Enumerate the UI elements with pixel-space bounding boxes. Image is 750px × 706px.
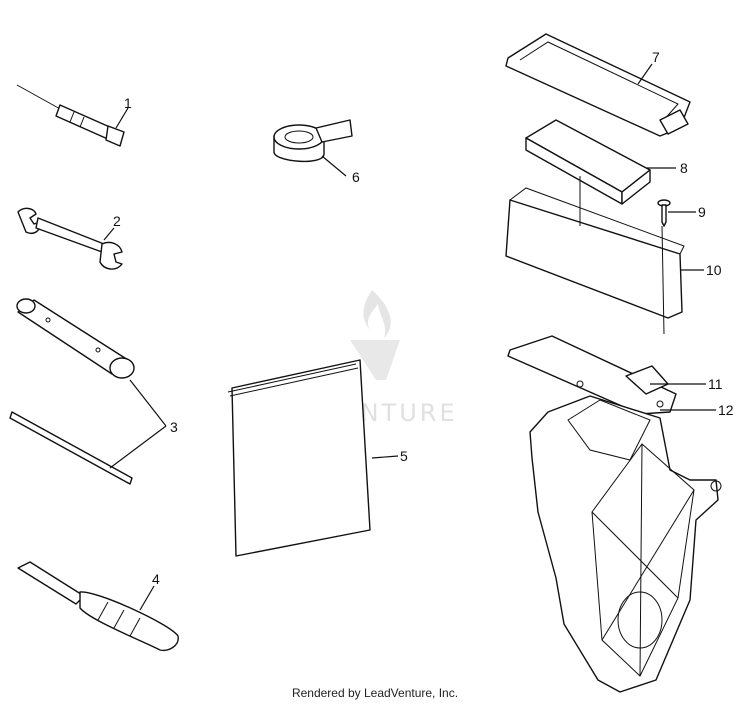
part-pad	[525, 119, 651, 205]
callout-6: 6	[352, 169, 360, 185]
flame-logo-icon	[363, 290, 391, 338]
part-screwdriver-large	[17, 561, 179, 652]
callout-2: 2	[113, 213, 121, 229]
callout-11: 11	[708, 376, 723, 392]
part-housing	[529, 395, 722, 693]
leader-lines	[103, 63, 716, 611]
part-screw	[657, 199, 671, 227]
callout-7: 7	[652, 49, 660, 65]
callout-3: 3	[170, 419, 178, 435]
footer-credit: Rendered by LeadVenture, Inc.	[291, 686, 459, 700]
callout-12: 12	[718, 402, 734, 418]
part-bracket	[507, 335, 677, 415]
part-lid	[505, 33, 691, 137]
part-wrench	[17, 207, 123, 270]
part-manual	[227, 359, 371, 557]
part-box-wrench	[9, 298, 135, 485]
part-screwdriver-small	[16, 84, 125, 147]
callout-4: 4	[152, 571, 160, 587]
wedge-logo-icon	[350, 340, 400, 380]
part-tape-roll	[273, 119, 353, 163]
callout-10: 10	[706, 262, 722, 278]
callout-5: 5	[400, 448, 408, 464]
part-box	[505, 176, 685, 335]
callout-8: 8	[680, 160, 688, 176]
callout-9: 9	[698, 204, 706, 220]
callouts: 1 2 3 4 5 6 7 8 9 10 11 12	[113, 49, 734, 587]
callout-1: 1	[124, 95, 132, 111]
